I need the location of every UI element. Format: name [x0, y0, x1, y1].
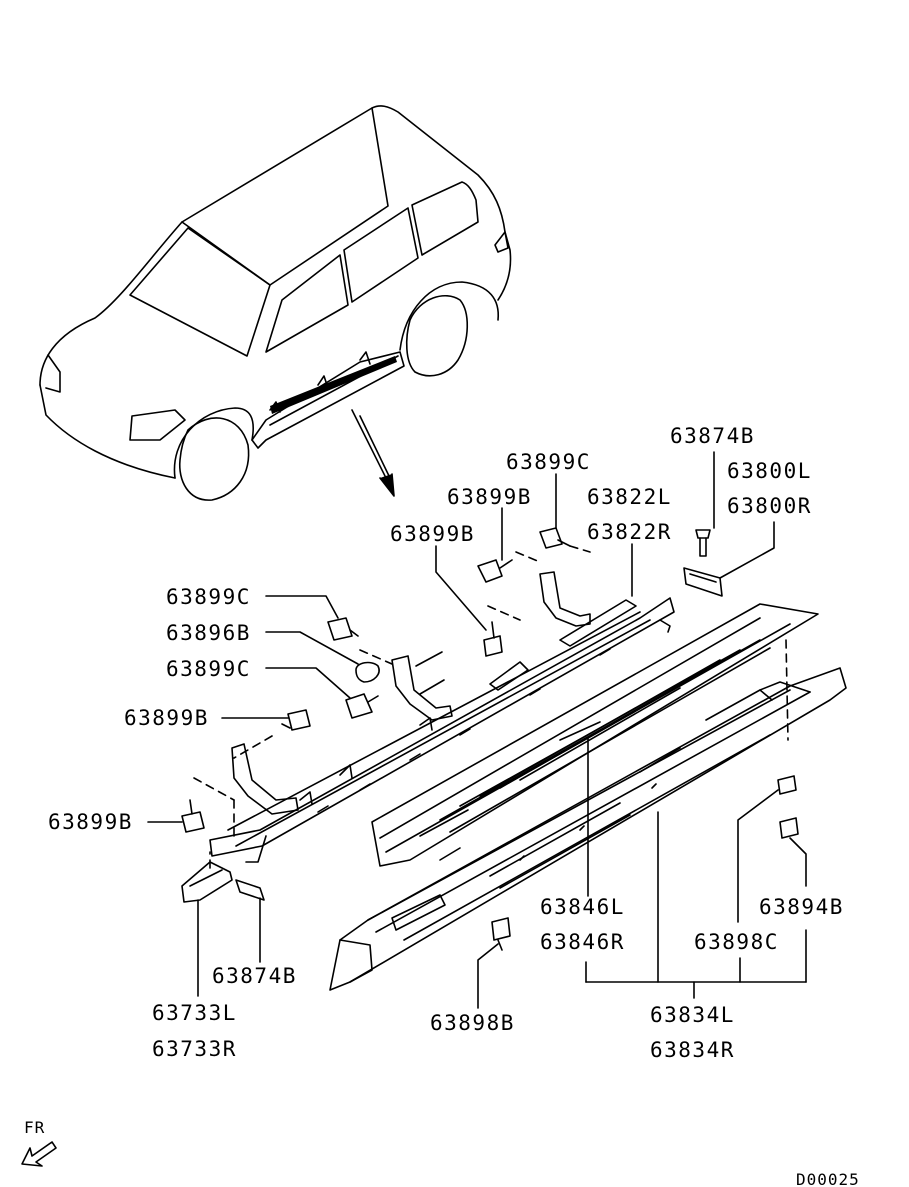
vehicle-illustration [39, 105, 512, 501]
diagram-code: D00025 [796, 1170, 860, 1187]
label-63733L: 63733L [152, 1001, 237, 1025]
label-63834L: 63834L [650, 1003, 735, 1027]
leader-lines [147, 451, 807, 1009]
label-63899B-left: 63899B [124, 706, 209, 730]
label-63834R: 63834R [650, 1038, 735, 1062]
label-63894B: 63894B [759, 895, 844, 919]
label-63896B: 63896B [166, 621, 251, 645]
label-63899B-top: 63899B [447, 485, 532, 509]
step-mat-63846 [371, 603, 819, 867]
label-63874B-top: 63874B [670, 424, 755, 448]
step-bracket-assembly [209, 571, 675, 863]
label-63733R: 63733R [152, 1037, 237, 1061]
label-63822L: 63822L [587, 485, 672, 509]
label-63800L: 63800L [727, 459, 812, 483]
label-63874B-bottom: 63874B [212, 964, 297, 988]
label-63899C-b: 63899C [166, 657, 251, 681]
label-63899C-top: 63899C [506, 450, 591, 474]
label-63822R: 63822R [587, 520, 672, 544]
label-63898B: 63898B [430, 1011, 515, 1035]
label-63846R: 63846R [540, 930, 625, 954]
front-direction-label: FR [24, 1118, 46, 1137]
side-step-63834 [329, 667, 847, 991]
label-63846L: 63846L [540, 895, 625, 919]
label-63899B-mid: 63899B [390, 522, 475, 546]
dashed-lines [193, 545, 789, 869]
label-63899B-low: 63899B [48, 810, 133, 834]
fasteners [181, 527, 799, 951]
label-63898C: 63898C [694, 930, 779, 954]
label-63899C-a: 63899C [166, 585, 251, 609]
label-63800R: 63800R [727, 494, 812, 518]
front-direction-arrow-icon [21, 1141, 57, 1167]
